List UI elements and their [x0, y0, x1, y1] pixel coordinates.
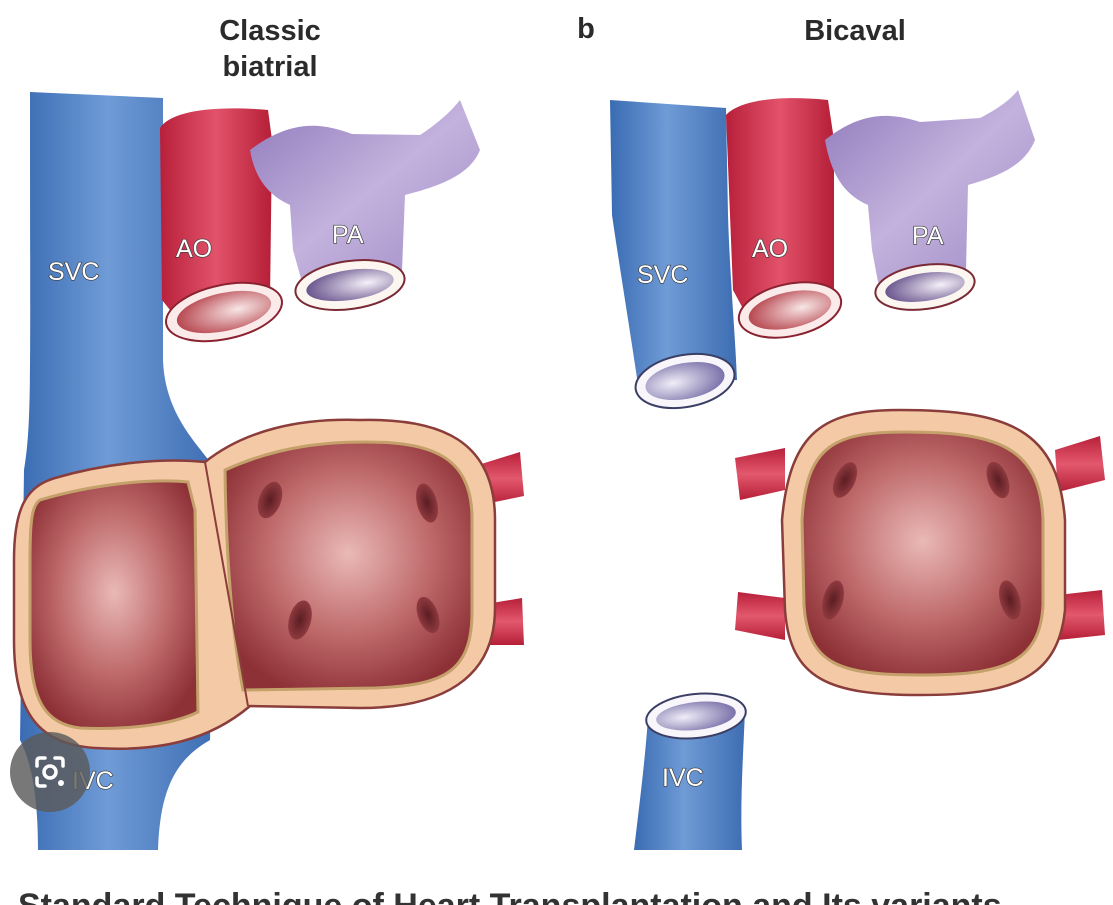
visual-search-lens-icon: [10, 732, 90, 812]
bicaval-left-atrium-remnant: [802, 432, 1043, 675]
label-ao-a: AO: [176, 235, 212, 263]
svc-stump-b: [610, 100, 737, 385]
label-ao-b: AO: [752, 235, 788, 263]
pv-stub-left-upper-b: [735, 448, 785, 500]
label-pa-b: PA: [912, 222, 944, 250]
pv-stub-left-lower-b: [735, 592, 785, 640]
pulmonary-artery-vessel-b: [825, 90, 1035, 290]
pv-stub-right-upper-b: [1055, 436, 1105, 492]
classic-right-atrium-remnant: [30, 481, 198, 729]
label-svc-a: SVC: [48, 258, 99, 286]
label-ivc-b: IVC: [662, 764, 704, 792]
visual-search-button[interactable]: [10, 732, 90, 812]
label-svc-b: SVC: [637, 261, 688, 289]
label-pa-a: PA: [332, 221, 364, 249]
panel-b-anatomy: SVC AO PA IVC: [610, 90, 1105, 850]
figure-caption-cropped: Standard Technique of Heart Transplantat…: [0, 884, 1113, 905]
panel-a-anatomy: SVC AO PA IVC: [14, 92, 524, 850]
figure-caption-text: Standard Technique of Heart Transplantat…: [18, 889, 1002, 905]
classic-left-atrium-remnant: [225, 442, 472, 690]
